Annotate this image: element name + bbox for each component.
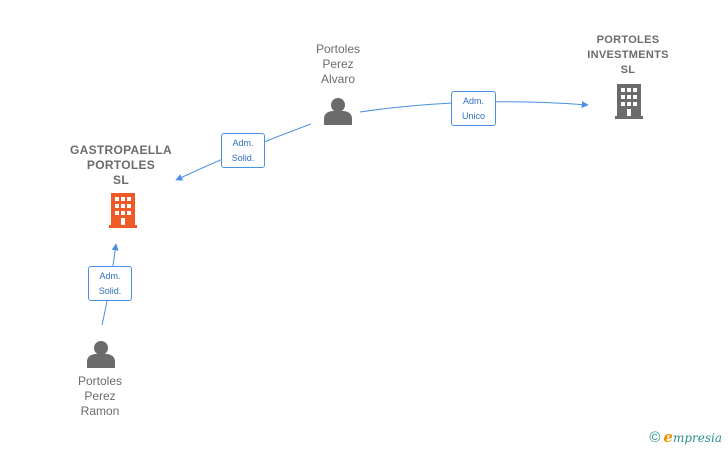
brand-logo: empresia	[663, 428, 722, 446]
company-label-gastropaella[interactable]: GASTROPAELLA PORTOLES SL	[69, 143, 173, 187]
relation-badge[interactable]: Adm. Solid.	[221, 133, 265, 168]
person-icon[interactable]	[87, 341, 115, 368]
person-icon[interactable]	[324, 98, 352, 125]
relation-badge[interactable]: Adm. Solid.	[88, 266, 132, 301]
person-label-alvaro[interactable]: Portoles Perez Alvaro	[315, 42, 361, 86]
relation-badge[interactable]: Adm. Unico	[451, 91, 496, 126]
company-label-investments[interactable]: PORTOLES INVESTMENTS SL	[587, 34, 669, 76]
copyright-icon: ©	[649, 428, 661, 446]
person-label-ramon[interactable]: Portoles Perez Ramon	[77, 374, 123, 418]
empresia-watermark: © empresia	[649, 428, 722, 446]
building-icon[interactable]	[109, 193, 137, 228]
building-icon[interactable]	[615, 84, 643, 119]
